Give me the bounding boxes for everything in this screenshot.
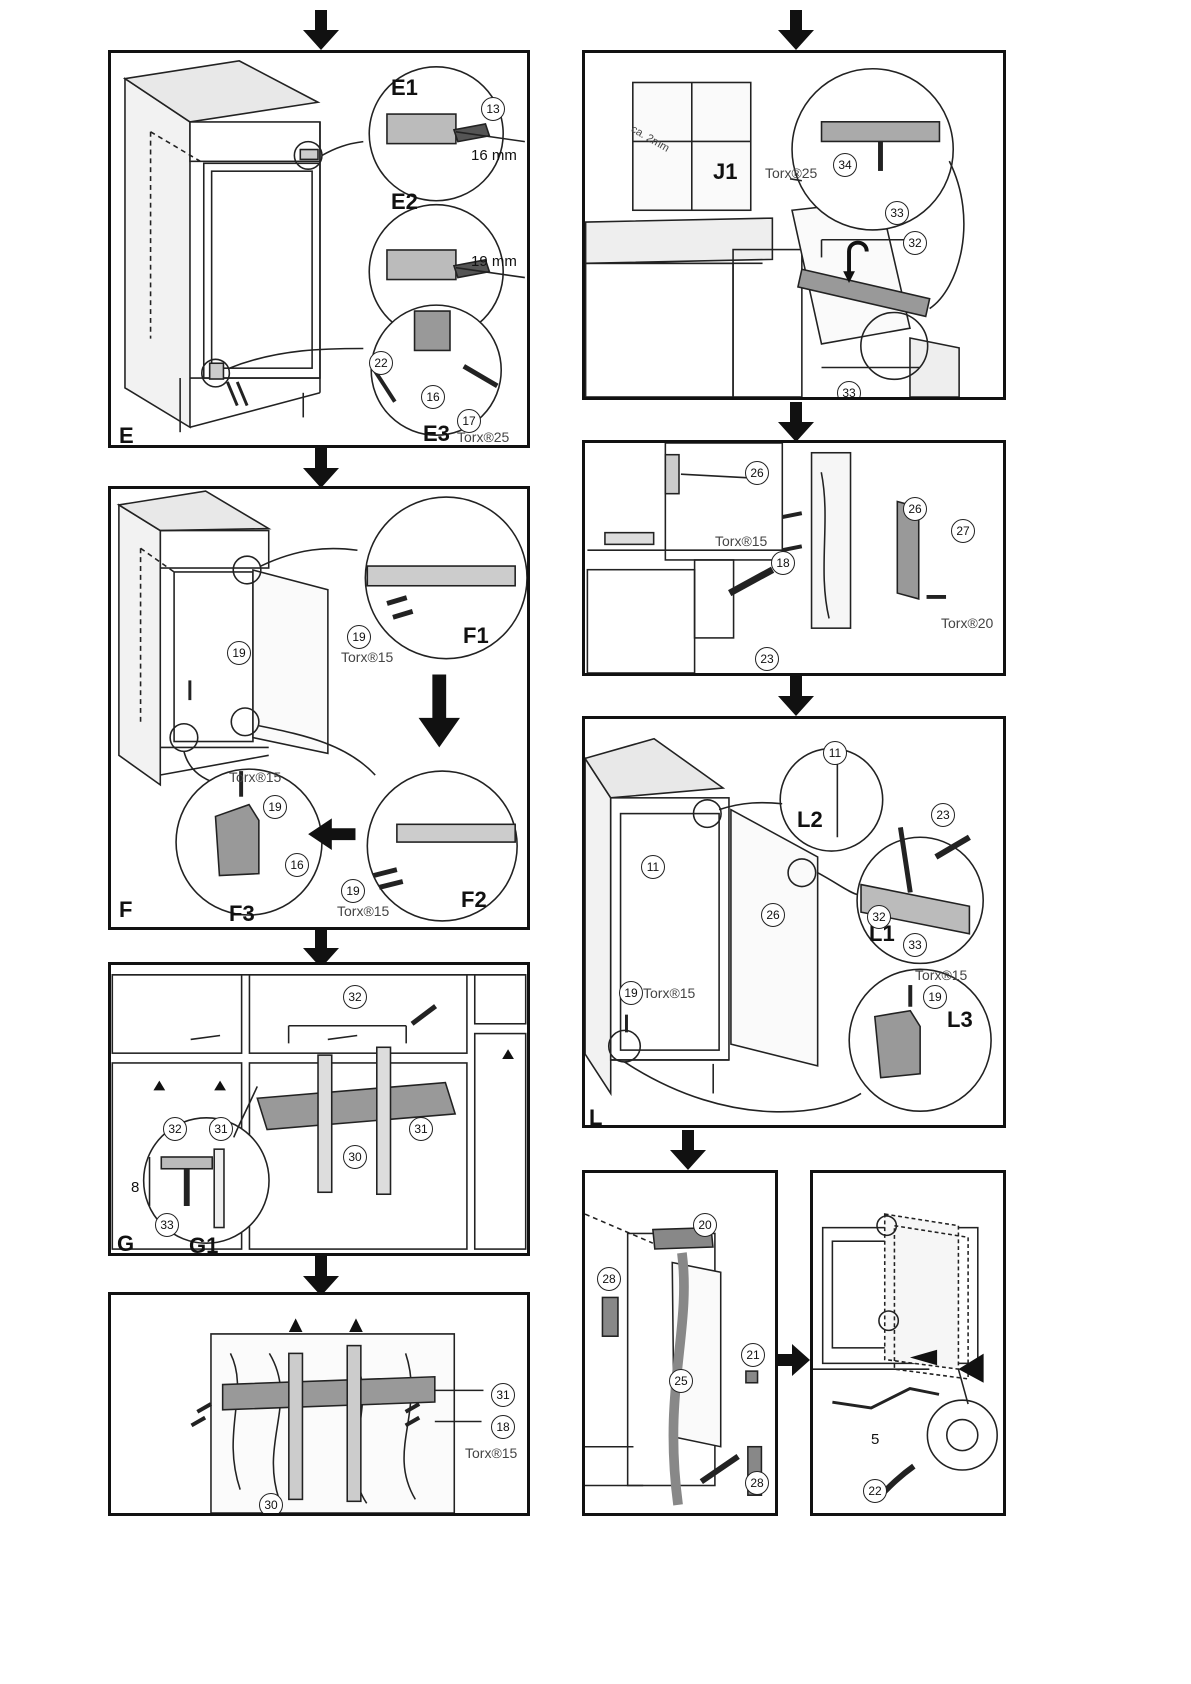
- part-number-23-k: 23: [755, 647, 779, 671]
- part-number-11-l2: 11: [823, 741, 847, 765]
- mounting-rail-diagram: [111, 974, 527, 1250]
- torx-15-label-f2: Torx®15: [337, 903, 390, 919]
- dimension-16mm: 16 mm: [471, 147, 517, 164]
- part-number-28-left: 28: [597, 1267, 621, 1291]
- door-alignment-diagram: [813, 1213, 998, 1498]
- step-e2-label: E2: [391, 189, 418, 214]
- part-number-20: 20: [693, 1213, 717, 1237]
- part-number-32-j: 32: [903, 231, 927, 255]
- dimension-5: 5: [871, 1431, 880, 1448]
- arrow-down-icon: [303, 10, 339, 50]
- part-number-26-l: 26: [761, 903, 785, 927]
- step-l3-label: L3: [947, 1007, 973, 1032]
- step-l2-label: L2: [797, 807, 823, 832]
- door-fitting-diagram: [585, 737, 992, 1113]
- part-number-19-f1: 19: [347, 625, 371, 649]
- part-number-19-cabinet: 19: [227, 641, 251, 665]
- step-f3-label: F3: [229, 901, 255, 926]
- cabinet-hinge-diagram: [122, 60, 525, 436]
- arrow-down-icon: [778, 402, 814, 442]
- dimension-19mm: 19 mm: [471, 253, 517, 270]
- panel-step-j: J1 34 33 32 33 Torx®25 ca. 2mm: [582, 50, 1006, 400]
- panel-step-e: E E1 E2 E3 13 16 17 22 16 mm 19 mm Torx®…: [108, 50, 530, 448]
- part-number-26-k-left: 26: [745, 461, 769, 485]
- part-number-18-k: 18: [771, 551, 795, 575]
- part-number-31-h: 31: [491, 1383, 515, 1407]
- step-e1-label: E1: [391, 75, 418, 100]
- step-e-label: E: [119, 423, 134, 448]
- part-number-21: 21: [741, 1343, 765, 1367]
- cover-trim-diagram: [585, 1213, 763, 1506]
- arrow-down-icon: [303, 1256, 339, 1296]
- part-number-17: 17: [457, 409, 481, 433]
- part-number-23-l1: 23: [931, 803, 955, 827]
- door-rail-attach-diagram: [190, 1318, 484, 1513]
- part-number-11-l: 11: [641, 855, 665, 879]
- step-e3-label: E3: [423, 421, 450, 446]
- torx-25-label: Torx®25: [457, 429, 510, 445]
- step-g1-label: G1: [189, 1233, 219, 1256]
- step-l-label: L: [589, 1105, 603, 1128]
- part-number-33-j-bottom: 33: [837, 381, 861, 397]
- torx-15-label-f1: Torx®15: [341, 649, 394, 665]
- door-adjust-diagram: [585, 67, 965, 397]
- part-number-19-l: 19: [619, 981, 643, 1005]
- part-number-22-m: 22: [863, 1479, 887, 1503]
- part-number-32-l1: 32: [867, 905, 891, 929]
- torx-15-label-l: Torx®15: [643, 985, 696, 1001]
- part-number-34-j: 34: [833, 153, 857, 177]
- panel-step-m-left: 20 21 28 28 25: [582, 1170, 778, 1516]
- torx-20-label-k: Torx®20: [941, 615, 994, 631]
- part-number-19-l3: 19: [923, 985, 947, 1009]
- arrow-down-icon: [303, 448, 339, 488]
- step-g-label: G: [117, 1231, 135, 1256]
- part-number-16-f3: 16: [285, 853, 309, 877]
- torx-15-label-h: Torx®15: [465, 1445, 518, 1461]
- part-number-32-g1: 32: [163, 1117, 187, 1141]
- part-number-27-k: 27: [951, 519, 975, 543]
- panel-step-g: G G1 32 32 31 31 30 33 8: [108, 962, 530, 1256]
- panel-step-l: L L1 L2 L3 11 11 23 26 32 33 19 19 Torx®…: [582, 716, 1006, 1128]
- part-number-25: 25: [669, 1369, 693, 1393]
- step-f-label: F: [119, 897, 133, 922]
- door-hinge-removal-diagram: [116, 490, 527, 922]
- part-number-30-g: 30: [343, 1145, 367, 1169]
- part-number-33-j-top: 33: [885, 201, 909, 225]
- part-number-18-h: 18: [491, 1415, 515, 1439]
- arrow-right-icon: [776, 1344, 810, 1376]
- part-number-33-l1: 33: [903, 933, 927, 957]
- panel-step-f: F F1 F2 F3 19 19 19 19 16 Torx®15 Torx®1…: [108, 486, 530, 930]
- panel-step-k: 26 26 27 18 23 Torx®15 Torx®20: [582, 440, 1006, 676]
- part-number-16: 16: [421, 385, 445, 409]
- arrow-down-icon: [303, 928, 339, 968]
- dimension-8: 8: [131, 1179, 140, 1196]
- panel-step-m-right: 22 5: [810, 1170, 1006, 1516]
- arrow-down-icon: [670, 1130, 706, 1170]
- part-number-31-g1: 31: [209, 1117, 233, 1141]
- part-number-19-f3: 19: [263, 795, 287, 819]
- torx-15-label-k: Torx®15: [715, 533, 768, 549]
- step-j1-label: J1: [713, 159, 738, 184]
- torx-15-label-f3: Torx®15: [229, 769, 282, 785]
- door-bracket-diagram: [586, 443, 947, 673]
- torx-25-label-j: Torx®25: [765, 165, 818, 181]
- torx-15-label-l3: Torx®15: [915, 967, 968, 983]
- part-number-30-h: 30: [259, 1493, 283, 1513]
- step-f1-label: F1: [463, 623, 489, 648]
- arrow-down-icon: [778, 676, 814, 716]
- part-number-32-g: 32: [343, 985, 367, 1009]
- part-number-26-k-right: 26: [903, 497, 927, 521]
- part-number-13: 13: [481, 97, 505, 121]
- part-number-28-right: 28: [745, 1471, 769, 1495]
- part-number-31-g: 31: [409, 1117, 433, 1141]
- arrow-down-icon: [778, 10, 814, 50]
- panel-step-h: 31 18 30 Torx®15: [108, 1292, 530, 1516]
- part-number-22: 22: [369, 351, 393, 375]
- part-number-33-g1: 33: [155, 1213, 179, 1237]
- step-f2-label: F2: [461, 887, 487, 912]
- part-number-19-f2: 19: [341, 879, 365, 903]
